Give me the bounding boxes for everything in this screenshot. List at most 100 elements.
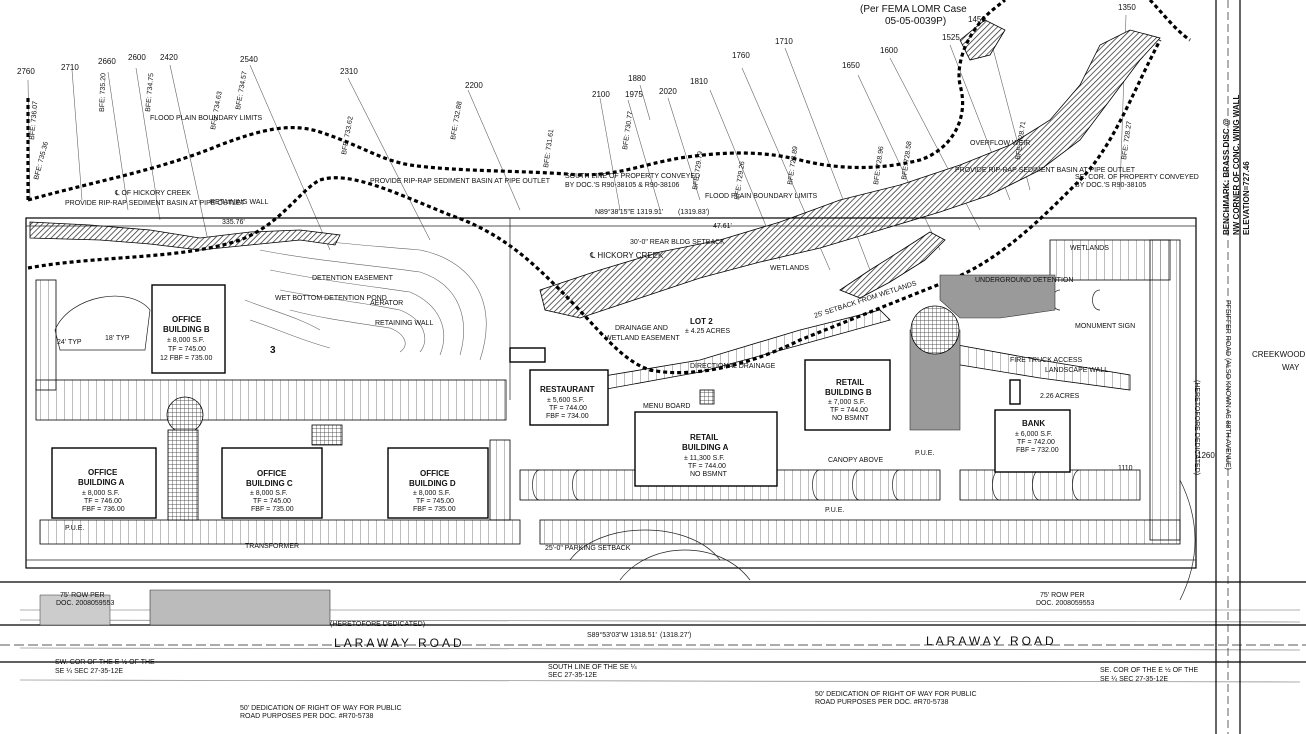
typ-label: 18' TYP [105, 335, 130, 342]
bank-name: BANK [1022, 419, 1045, 428]
office-b-fbf: 12 FBF = 735.00 [160, 355, 212, 362]
bfe-label: BFE: 735.20 [99, 73, 107, 112]
se-corner-label: SE. COR OF THE E ½ OF THE [1100, 666, 1198, 674]
dedication-label: 50' DEDICATION OF RIGHT OF WAY FOR PUBLI… [240, 705, 402, 712]
dimension-label: 1110 [1118, 465, 1133, 472]
office-d-fbf: FBF = 735.00 [413, 506, 456, 513]
landscape-wall-label: LANDSCAPE WALL [1045, 367, 1108, 374]
se-corner-label: SE ¼ SEC 27-35-12E [1100, 676, 1168, 683]
contour-label: 1760 [732, 51, 750, 60]
south-line-se-label: SEC 27-35-12E [548, 672, 597, 679]
lot-label: LOT 2 [690, 317, 713, 326]
retaining-wall-label: RETAINING WALL [210, 199, 268, 206]
row-label: 75' ROW PER [1040, 592, 1085, 599]
row-label: 75' ROW PER [60, 592, 105, 599]
office-d-area: ± 8,000 S.F. [413, 490, 450, 497]
riprap-label: PROVIDE RIP-RAP SEDIMENT BASIN AT PIPE O… [955, 167, 1136, 174]
lot-area: ± 4.25 ACRES [685, 328, 730, 335]
contour-label: 1450 [968, 15, 986, 24]
acres-label: 2.26 ACRES [1040, 393, 1080, 400]
canopy-label: CANOPY ABOVE [828, 457, 883, 464]
office-b-name: BUILDING B [163, 325, 210, 334]
floodplain-label: FLOOD PLAIN BOUNDARY LIMITS [705, 193, 817, 200]
bfe-label: BFE: 728.27 [1121, 121, 1133, 161]
dimension-label: 47.61' [713, 223, 732, 230]
sw-corner-label: SE ¼ SEC 27-35-12E [55, 668, 123, 675]
pue-label: P.U.E. [65, 525, 84, 532]
menu-board-label: MENU BOARD [643, 403, 690, 410]
retail-a-name: BUILDING A [682, 443, 729, 452]
retail-b-name: BUILDING B [825, 388, 872, 397]
detention-pond-label: WET BOTTOM DETENTION POND [275, 295, 387, 302]
contour-label: 1600 [880, 46, 898, 55]
retail-a-tf: TF = 744.00 [688, 463, 726, 470]
heretofore-label: (HERETOFORE DEDICATED) [1193, 380, 1200, 475]
row-label: DOC. 2008059553 [56, 600, 114, 607]
office-c-name: OFFICE [257, 469, 287, 478]
office-c-tf: TF = 745.00 [253, 498, 291, 505]
bfe-label: BFE: 733.62 [341, 116, 355, 156]
office-a-name: OFFICE [88, 468, 118, 477]
restaurant-name: RESTAURANT [540, 385, 595, 394]
south-line-label: BY DOC.'S R90-38105 & R90-38106 [565, 182, 680, 189]
floodplain-label: FLOOD PLAIN BOUNDARY LIMITS [150, 115, 262, 122]
monument-sign-label: MONUMENT SIGN [1075, 323, 1135, 330]
parking-setback-label: 25'-0" PARKING SETBACK [545, 545, 631, 552]
bank-tf: TF = 742.00 [1017, 439, 1055, 446]
pue-label: P.U.E. [825, 507, 844, 514]
restaurant-tf: TF = 744.00 [549, 405, 587, 412]
pfeiffer-road-label: PFEIFFER ROAD (ALSO KNOWN AS 88TH AVENUE… [1224, 300, 1231, 470]
pue-label: P.U.E. [915, 450, 934, 457]
contour-label: 2660 [98, 57, 116, 66]
bearing-bottom: S89°53'03"W 1318.51' [587, 631, 657, 639]
drainage-label: WETLAND EASEMENT [605, 335, 680, 342]
pedestrian-plazas [54, 295, 960, 521]
pond-number-label: 3 [270, 345, 276, 356]
bearing-top-paren: (1319.83') [678, 209, 709, 216]
office-c-fbf: FBF = 735.00 [251, 506, 294, 513]
contour-label: 1810 [690, 77, 708, 86]
office-a-tf: TF = 746.00 [84, 498, 122, 505]
fema-note-line-2: 05-05-0039P) [885, 16, 946, 27]
fema-note-line-1: (Per FEMA LOMR Case [860, 4, 967, 15]
office-c-area: ± 8,000 S.F. [250, 490, 287, 497]
contour-label: 2600 [128, 53, 146, 62]
heretofore-label: (HERETOFORE DEDICATED) [330, 621, 425, 628]
retail-a-area: ± 11,300 S.F. [684, 455, 725, 462]
office-d-name: BUILDING D [409, 479, 456, 488]
bfe-label: BFE: 734.57 [235, 71, 249, 111]
wetlands-label: WETLANDS [770, 265, 809, 272]
retail-b-name: RETAIL [836, 378, 864, 387]
se-corner-property-label: BY DOC.'S R90-38105 [1075, 182, 1146, 189]
hickory-creek-label: ℄ HICKORY CREEK [589, 251, 664, 260]
contour-label: 2200 [465, 81, 483, 90]
riprap-label: PROVIDE RIP-RAP SEDIMENT BASIN AT PIPE O… [370, 178, 551, 185]
overflow-weir-label: OVERFLOW WEIR [970, 140, 1030, 147]
bearing-top: N89°38'15"E 1319.91' [595, 208, 663, 216]
parking-islands [532, 289, 1101, 501]
office-d-tf: TF = 745.00 [416, 498, 454, 505]
bfe-label: BFE: 734.75 [145, 73, 155, 112]
retaining-wall-label: RETAINING WALL [375, 320, 433, 327]
fire-truck-label: FIRE TRUCK ACCESS [1010, 357, 1083, 364]
flood-plain-boundary [26, 0, 1191, 375]
dedication-label: ROAD PURPOSES PER DOC. #R70-5738 [815, 699, 949, 706]
restaurant-area: ± 5,600 S.F. [547, 397, 584, 404]
bfe-label: BFE: 730.77 [622, 111, 634, 151]
retail-b-tf: TF = 744.00 [830, 407, 868, 414]
bfe-label: BFE: 729.79 [692, 151, 704, 191]
office-a-area: ± 8,000 S.F. [82, 490, 119, 497]
underground-detention-label: UNDERGROUND DETENTION [975, 277, 1073, 284]
directional-drainage-label: DIRECTIONAL DRAINAGE [690, 363, 776, 370]
riprap-label: PROVIDE RIP-RAP SEDIMENT BASIN AT PIPE O… [65, 200, 246, 207]
bfe-label: BFE: 736.07 [29, 101, 39, 140]
dedication-label: 50' DEDICATION OF RIGHT OF WAY FOR PUBLI… [815, 691, 977, 698]
row-label: DOC. 2008059553 [1036, 600, 1094, 607]
sw-corner-label: SW. COR OF THE E ½ OF THE [55, 658, 155, 666]
laraway-road-label: LARAWAY ROAD [926, 634, 1057, 648]
wetlands-label: WETLANDS [1070, 245, 1109, 252]
bank-area: ± 6,000 S.F. [1015, 431, 1052, 438]
hickory-creek-channel [29, 19, 1161, 319]
parking-areas [35, 239, 1196, 601]
